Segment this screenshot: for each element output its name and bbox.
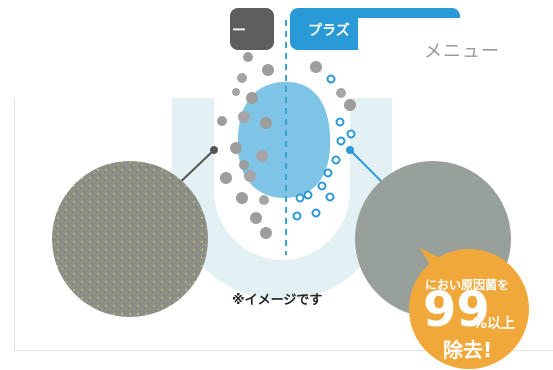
- tab-left-label: ー: [232, 23, 247, 39]
- menu-button[interactable]: メニュー: [424, 41, 500, 62]
- badge-line1: におい原因菌を: [425, 278, 510, 292]
- blue-ions: [292, 74, 356, 221]
- tab-right-label: プラズ: [308, 23, 350, 39]
- badge-number: 99: [423, 282, 490, 338]
- u-shape: [172, 98, 392, 300]
- grey-particles: [217, 52, 356, 239]
- right-connector-line: [349, 149, 386, 186]
- badge-percent-suffix: %以上: [473, 316, 516, 332]
- menu-panel: [358, 18, 553, 94]
- badge-line3: 除去!: [443, 338, 493, 362]
- before-magnified-circle: [52, 161, 208, 317]
- image-caption: ※イメージです: [232, 293, 323, 308]
- left-connector-dot: [210, 146, 218, 154]
- content-frame: [14, 98, 553, 350]
- content-divider: [14, 350, 553, 351]
- result-badge: [409, 248, 529, 369]
- tab-left[interactable]: ー: [230, 8, 274, 50]
- right-connector-dot: [346, 146, 354, 154]
- droplet-shape: [237, 81, 331, 198]
